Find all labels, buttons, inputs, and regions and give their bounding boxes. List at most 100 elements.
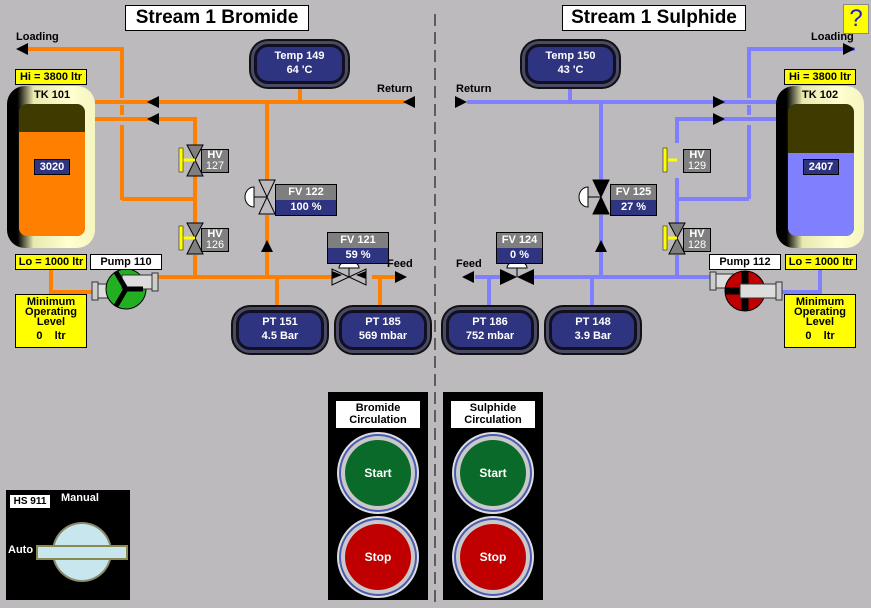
pt186-tag: PT 186 [472, 316, 508, 328]
bromide-feed-label: Feed [387, 258, 413, 270]
pt185-value: 569 mbar [358, 330, 408, 342]
selector-handle[interactable] [36, 545, 128, 560]
min-level-value: 0 [805, 330, 812, 342]
auto-label: Auto [8, 544, 34, 556]
pt151-value: 4.5 Bar [261, 330, 299, 342]
temp-150-tag: Temp 150 [545, 50, 596, 62]
bromide-stop-button[interactable]: Stop [345, 524, 411, 590]
bromide-circulation-panel: Bromide Circulation Start Stop [328, 392, 428, 600]
arrow-left-icon [147, 113, 159, 125]
min-level-line1: Minimum [26, 296, 76, 308]
pump-112-label[interactable]: Pump 112 [709, 254, 781, 270]
fv122-value: 100 % [276, 200, 336, 215]
sulphide-min-operating-level: Minimum Operating Level 0 ltr [784, 294, 856, 348]
label-line1: Sulphide [469, 402, 517, 414]
control-valve-fv125 [578, 179, 610, 215]
hand-valve-hv126 [178, 222, 204, 255]
arrow-right-icon [395, 271, 407, 283]
fv121-value: 59 % [328, 248, 388, 263]
arrow-left-icon [403, 96, 415, 108]
label-line1: Bromide [355, 402, 401, 414]
tk101-level-value: 3020 [34, 159, 70, 175]
fv124-tag: FV 124 [497, 233, 542, 248]
manual-label: Manual [61, 492, 99, 504]
pt185-display[interactable]: PT 185 569 mbar [339, 310, 427, 350]
fv124-value: 0 % [497, 248, 542, 263]
sulphide-start-button[interactable]: Start [460, 440, 526, 506]
temp-150-display[interactable]: Temp 150 43 'C [525, 44, 616, 84]
bromide-loading-label: Loading [16, 31, 59, 43]
min-level-line2: Operating [794, 306, 846, 318]
temp-149-tag: Temp 149 [274, 50, 325, 62]
min-level-line2: Operating [25, 306, 77, 318]
temp-149-value: 64 'C [286, 64, 313, 76]
sulphide-loading-label: Loading [811, 31, 854, 43]
arrow-right-icon [843, 43, 855, 55]
arrow-right-icon [713, 96, 725, 108]
sulphide-return-label: Return [456, 83, 492, 95]
min-level-line3: Level [805, 316, 835, 328]
pt185-tag: PT 185 [365, 316, 401, 328]
hand-valve-hv129 [662, 147, 677, 173]
label-line2: Circulation [464, 414, 522, 426]
tk101-label: TK 101 [34, 89, 71, 101]
pt186-value: 752 mbar [465, 330, 515, 342]
pt151-tag: PT 151 [262, 316, 298, 328]
pt148-display[interactable]: PT 148 3.9 Bar [549, 310, 637, 350]
min-level-line3: Level [36, 316, 66, 328]
pump-110-label[interactable]: Pump 110 [90, 254, 162, 270]
hs911-tag: HS 911 [9, 494, 51, 509]
question-mark-icon: ? [849, 5, 863, 32]
hs911-selector-panel: HS 911 Manual Auto [6, 490, 130, 600]
hv-label: HV [689, 228, 705, 240]
fv125-value: 27 % [611, 200, 656, 215]
hv-label: HV [207, 149, 223, 161]
tk101-level-fill [19, 131, 85, 236]
bromide-start-button[interactable]: Start [345, 440, 411, 506]
bromide-pipes [28, 47, 405, 305]
temp-149-display[interactable]: Temp 149 64 'C [254, 44, 345, 84]
arrow-right-icon [713, 113, 725, 125]
sulphide-circulation-label: Sulphide Circulation [450, 400, 536, 429]
tk102-lo-alarm: Lo = 1000 ltr [785, 254, 857, 270]
pt148-tag: PT 148 [575, 316, 611, 328]
control-valve-fv124 [500, 260, 534, 285]
min-level-unit: ltr [54, 330, 66, 342]
hand-valve-hv128 [662, 222, 686, 255]
arrow-up-icon [261, 240, 273, 252]
tk101-lo-alarm: Lo = 1000 ltr [15, 254, 87, 270]
arrow-left-icon [16, 43, 28, 55]
arrow-left-icon [147, 96, 159, 108]
temp-150-value: 43 'C [557, 64, 584, 76]
pt151-display[interactable]: PT 151 4.5 Bar [236, 310, 324, 350]
pump-110-icon [91, 268, 159, 310]
min-level-line1: Minimum [795, 296, 845, 308]
help-button[interactable]: ? [843, 4, 869, 34]
pt148-value: 3.9 Bar [574, 330, 612, 342]
sulphide-stop-button[interactable]: Stop [460, 524, 526, 590]
sulphide-circulation-panel: Sulphide Circulation Start Stop [443, 392, 543, 600]
stream-sulphide-title: Stream 1 Sulphide [562, 5, 746, 31]
pt186-display[interactable]: PT 186 752 mbar [446, 310, 534, 350]
hv-number: 129 [687, 160, 707, 172]
tk102-label: TK 102 [802, 89, 839, 101]
tk102-hi-alarm: Hi = 3800 ltr [784, 69, 856, 85]
hv-number: 127 [205, 160, 225, 172]
label-line2: Circulation [349, 414, 407, 426]
bromide-circulation-label: Bromide Circulation [335, 400, 421, 429]
control-valve-fv121 [331, 260, 367, 286]
flow-arrows [16, 43, 855, 283]
hv-label: HV [207, 228, 223, 240]
min-level-value: 0 [36, 330, 43, 342]
hv-number: 126 [205, 239, 225, 251]
bromide-min-operating-level: Minimum Operating Level 0 ltr [15, 294, 87, 348]
sulphide-feed-label: Feed [456, 258, 482, 270]
